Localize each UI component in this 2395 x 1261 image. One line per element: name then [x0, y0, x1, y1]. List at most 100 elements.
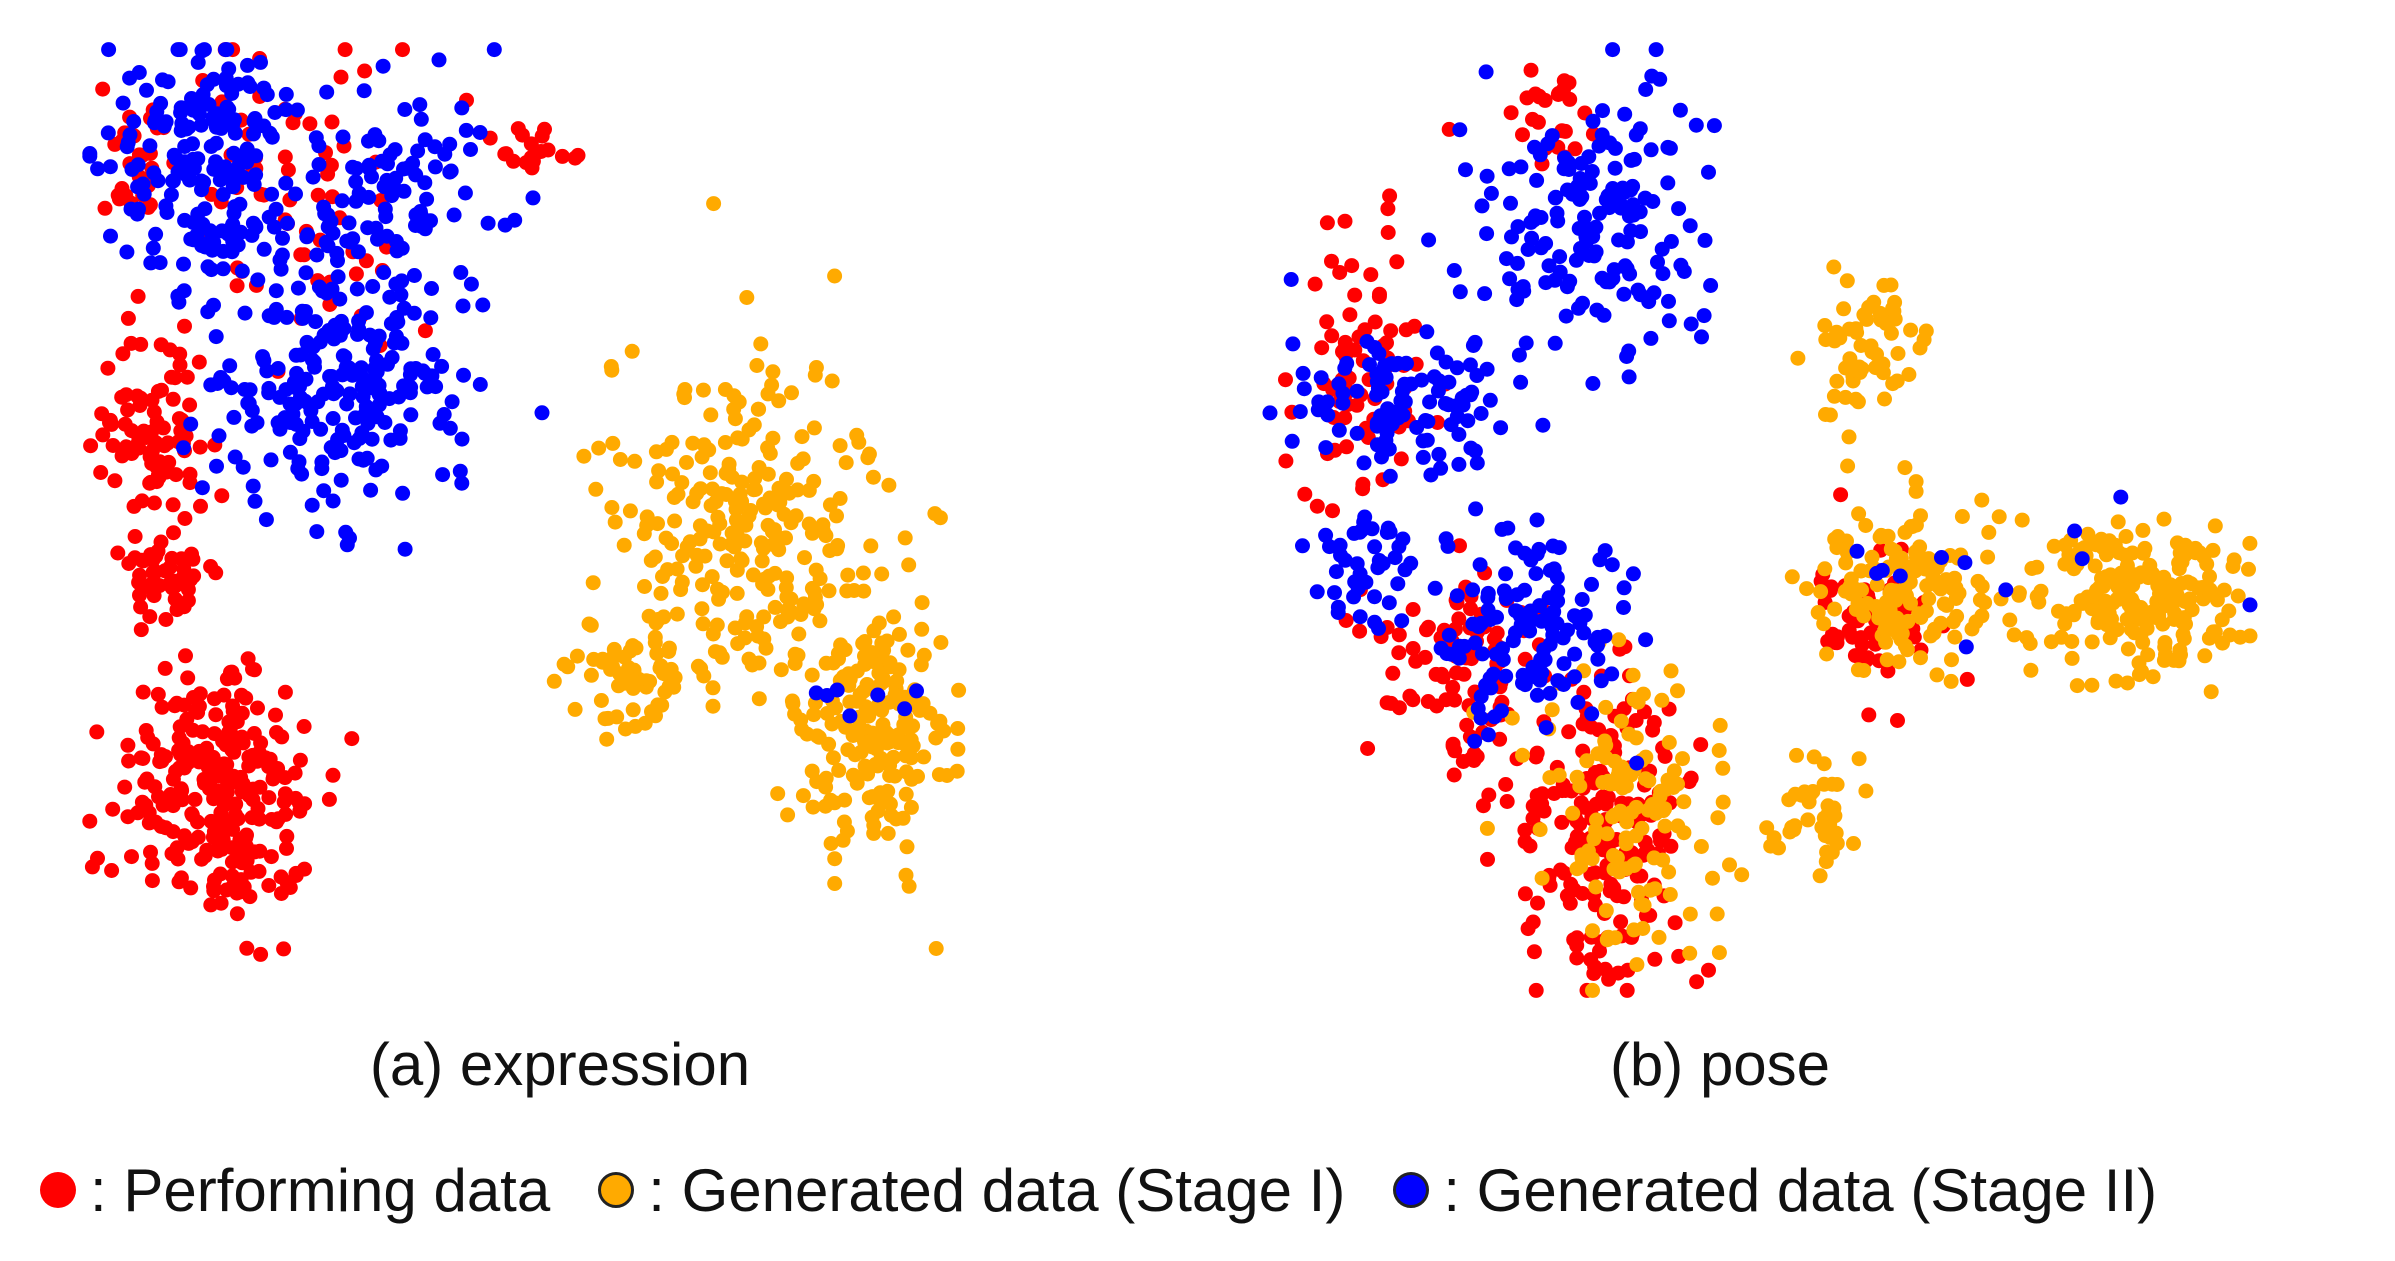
data-point — [1819, 646, 1835, 662]
data-point — [1820, 798, 1836, 814]
data-point — [1572, 192, 1588, 207]
data-point — [408, 167, 424, 183]
data-point — [1974, 608, 1990, 624]
series-generated-data-stage-i- — [1466, 259, 2258, 998]
data-point — [1858, 783, 1874, 799]
data-point — [1319, 314, 1335, 330]
data-point — [625, 638, 641, 654]
data-point — [685, 435, 701, 451]
data-point — [341, 215, 357, 231]
data-point — [1858, 518, 1874, 533]
data-point — [1525, 798, 1541, 814]
data-point — [1284, 433, 1300, 449]
data-point — [1650, 254, 1665, 270]
data-point — [395, 485, 411, 501]
data-point — [1534, 613, 1550, 629]
data-point — [705, 698, 721, 714]
data-point — [1557, 150, 1573, 166]
data-point — [308, 314, 323, 330]
data-point — [358, 305, 374, 321]
data-point — [705, 680, 721, 696]
data-point — [1549, 205, 1565, 221]
data-point — [314, 454, 330, 470]
data-point — [319, 84, 335, 100]
data-point — [218, 42, 233, 58]
data-point — [1527, 86, 1543, 102]
data-point — [1628, 127, 1644, 143]
data-point — [1590, 651, 1606, 667]
data-point — [1561, 75, 1577, 91]
data-point — [1552, 249, 1568, 265]
data-point — [1473, 689, 1489, 704]
data-point — [1893, 550, 1909, 566]
data-point — [323, 440, 339, 455]
data-point — [1898, 589, 1914, 605]
data-point — [1367, 314, 1383, 330]
data-point — [2029, 559, 2045, 575]
data-point — [1485, 666, 1501, 682]
data-point — [356, 83, 372, 99]
data-point — [386, 335, 402, 351]
data-point — [622, 503, 638, 519]
data-point — [338, 524, 354, 540]
data-point — [1871, 603, 1887, 619]
data-point — [1547, 335, 1563, 351]
data-point — [176, 760, 192, 776]
data-point — [214, 841, 230, 857]
data-point — [396, 300, 412, 316]
data-point — [1670, 683, 1685, 699]
data-point — [1887, 311, 1903, 327]
data-point — [1846, 362, 1862, 378]
data-point — [1585, 982, 1600, 998]
data-point — [863, 702, 879, 718]
data-point — [144, 855, 160, 871]
data-point — [837, 792, 853, 808]
data-point — [1595, 789, 1611, 805]
data-point — [165, 391, 181, 407]
data-point — [458, 122, 474, 138]
data-point — [1972, 592, 1988, 608]
data-point — [729, 585, 745, 601]
data-point — [825, 750, 841, 766]
data-point — [1554, 814, 1570, 830]
data-point — [2022, 636, 2038, 651]
data-point — [790, 455, 806, 471]
data-point — [1586, 831, 1602, 847]
data-point — [263, 452, 279, 468]
data-point — [187, 791, 203, 807]
data-point — [887, 768, 903, 784]
data-point — [1617, 106, 1633, 122]
data-point — [806, 420, 822, 436]
data-point — [1974, 578, 1990, 594]
data-point — [760, 386, 776, 402]
data-point — [1655, 266, 1671, 282]
data-point — [352, 188, 368, 204]
data-point — [1529, 687, 1545, 703]
data-point — [1478, 64, 1494, 80]
data-point — [808, 562, 824, 578]
data-point — [177, 511, 193, 526]
data-point — [2058, 606, 2074, 622]
data-point — [357, 63, 373, 79]
data-point — [2137, 540, 2153, 556]
data-point — [1864, 549, 1880, 565]
data-point — [1309, 498, 1325, 514]
data-point — [1482, 392, 1498, 408]
data-point — [83, 438, 99, 454]
data-point — [1836, 301, 1852, 317]
data-point — [191, 743, 207, 759]
data-point — [1611, 632, 1627, 648]
data-point — [729, 526, 745, 542]
data-point — [171, 792, 187, 808]
data-point — [1394, 613, 1410, 629]
data-point — [1875, 356, 1891, 372]
data-point — [296, 719, 312, 734]
data-point — [1469, 455, 1485, 471]
data-point — [1913, 508, 1928, 524]
data-point — [238, 690, 254, 706]
data-point — [1568, 252, 1584, 268]
data-point — [805, 799, 821, 815]
data-point — [226, 145, 242, 161]
data-point — [215, 261, 231, 277]
data-point — [1889, 373, 1905, 389]
